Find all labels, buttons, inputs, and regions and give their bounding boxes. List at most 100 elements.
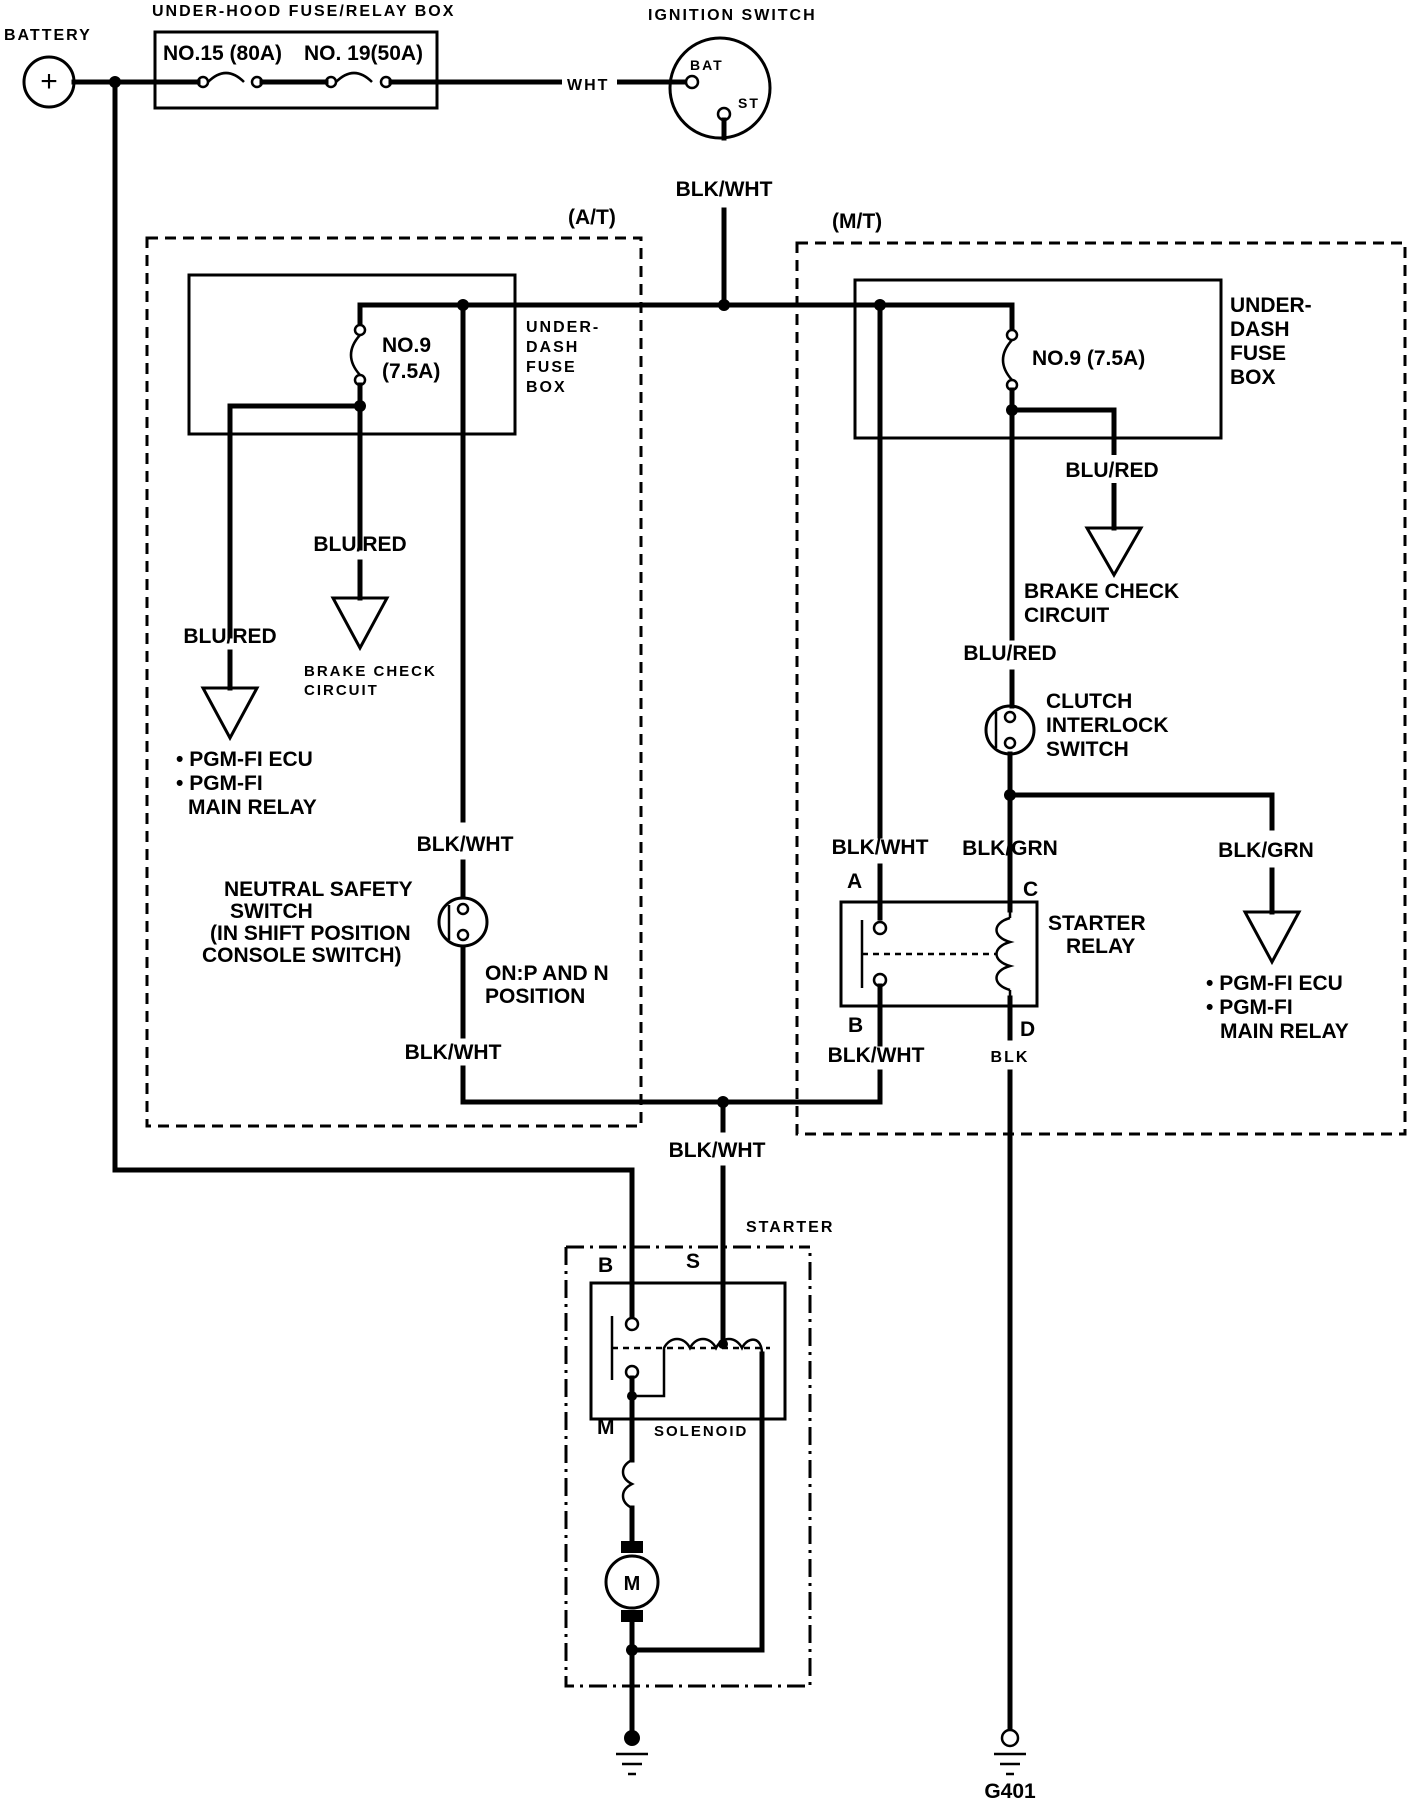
starter-wire-blk-wht: BLK/WHT: [669, 1139, 766, 1162]
mt-fusebox-label-1: UNDER-: [1230, 294, 1312, 317]
at-wire-blk-wht-lower: BLK/WHT: [405, 1041, 502, 1064]
mt-fuse-no9-terminal-top: [1005, 328, 1019, 342]
battery-label: BATTERY: [4, 27, 92, 44]
mt-clutch-label-1: CLUTCH: [1046, 690, 1132, 713]
mt-tag: (M/T): [832, 210, 882, 233]
starter-title: STARTER: [746, 1219, 834, 1236]
at-nss-label-2: SWITCH: [230, 900, 313, 923]
motor-brush-bottom: [621, 1610, 643, 1622]
ground-label-g401: G401: [984, 1780, 1036, 1800]
mt-fuse-no9-element: [1001, 339, 1013, 381]
at-fuse-no9-element: [349, 334, 361, 376]
at-ecu-connector-triangle: [200, 686, 260, 742]
starter-relay: A C B D: [839, 870, 1039, 1041]
ignition-switch: IGNITION SWITCH BAT ST: [648, 7, 815, 140]
at-brake-label-1: BRAKE CHECK: [304, 663, 437, 680]
mt-wire-blk-grn-right: BLK/GRN: [1218, 839, 1314, 862]
fuse-no19-element: [335, 71, 373, 83]
mt-brake-label-1: BRAKE CHECK: [1024, 580, 1179, 603]
ignition-bus-junction: [718, 299, 730, 311]
neutral-safety-switch: [437, 896, 489, 948]
at-nss-label-1: NEUTRAL SAFETY: [224, 878, 413, 901]
mt-wire-blk-wht-b: BLK/WHT: [828, 1044, 925, 1067]
at-on-position-label-1: ON:P AND N: [485, 962, 609, 985]
starter-ground: [616, 1730, 648, 1776]
mt-wire-blu-red-clutch: BLU/RED: [963, 642, 1056, 665]
mt-under-dash-fuse-box: [853, 278, 1223, 440]
at-nss-label-4: CONSOLE SWITCH): [202, 944, 402, 967]
fuse-no19-label: NO. 19(50A): [304, 42, 423, 65]
relay-term-b: B: [848, 1014, 863, 1037]
motor-label: M: [624, 1573, 641, 1595]
under-hood-fuse-box-title: UNDER-HOOD FUSE/RELAY BOX: [152, 3, 455, 20]
solenoid-box: [589, 1281, 787, 1421]
at-brake-label-2: CIRCUIT: [304, 682, 379, 699]
at-ecu-label-1: • PGM-FI ECU: [176, 748, 313, 771]
mt-section-border: [795, 241, 1407, 1136]
relay-contact-a: [872, 920, 888, 936]
starter-term-m: M: [597, 1416, 615, 1439]
mt-ecu-label-3: MAIN RELAY: [1220, 1020, 1349, 1043]
battery: + BATTERY: [4, 27, 92, 109]
fuse-no15-label: NO.15 (80A): [163, 42, 282, 65]
solenoid-label: SOLENOID: [654, 1423, 748, 1440]
at-ecu-wire: [227, 403, 363, 639]
starter-border: [564, 1245, 812, 1688]
ignition-bat-terminal: [684, 74, 700, 90]
mt-clutch-label-3: SWITCH: [1046, 738, 1129, 761]
relay-term-d: D: [1020, 1018, 1035, 1041]
mt-wire-blk-wht-a: BLK/WHT: [832, 836, 929, 859]
solenoid-coil: [662, 1337, 764, 1372]
wht-label-bg: [562, 70, 617, 94]
at-fuse-no9-terminal-top: [353, 323, 367, 337]
mt-fuse-label: NO.9 (7.5A): [1032, 347, 1145, 370]
relay-term-a: A: [847, 870, 862, 893]
at-wire-blu-red-brake: BLU/RED: [313, 533, 406, 556]
at-under-dash-fuse-box: [187, 273, 517, 436]
mt-wire-blk: BLK: [991, 1049, 1030, 1066]
mt-clutch-label-2: INTERLOCK: [1046, 714, 1169, 737]
at-brake-connector-triangle: [330, 596, 390, 652]
motor-brush-top: [621, 1541, 643, 1553]
mt-brake-connector-triangle: [1084, 526, 1144, 579]
under-hood-fuse-relay-box: UNDER-HOOD FUSE/RELAY BOX NO.15 (80A) NO…: [152, 3, 455, 110]
at-wire-blu-red-ecu: BLU/RED: [183, 625, 276, 648]
mt-wire-blu-red-brake: BLU/RED: [1065, 459, 1158, 482]
at-wire-blk-wht-upper: BLK/WHT: [417, 833, 514, 856]
mt-ecu-label-2: • PGM-FI: [1206, 996, 1293, 1019]
at-nss-label-3: (IN SHIFT POSITION: [210, 922, 411, 945]
solenoid-return-wire: [629, 1351, 765, 1653]
ignition-bat-label: BAT: [690, 57, 724, 73]
mt-fusebox-label-4: BOX: [1230, 366, 1276, 389]
starter-term-s: S: [686, 1250, 700, 1273]
at-ecu-label-3: MAIN RELAY: [188, 796, 317, 819]
at-fusebox-label-2: DASH: [526, 339, 579, 356]
motor: [604, 1554, 660, 1610]
ignition-st-label: ST: [738, 95, 760, 111]
relay-term-c: C: [1023, 878, 1038, 901]
fuse-no15-element: [207, 71, 245, 83]
ignition-wire-blk-wht: BLK/WHT: [676, 178, 773, 201]
starter-term-b: B: [598, 1254, 613, 1277]
mt-section: (M/T) UNDER- DASH FUSE BOX NO.9 (7.5A) B…: [720, 210, 1407, 1733]
at-ecu-label-2: • PGM-FI: [176, 772, 263, 795]
at-on-position-label-2: POSITION: [485, 985, 585, 1008]
mt-ecu-label-1: • PGM-FI ECU: [1206, 972, 1343, 995]
mt-brake-label-2: CIRCUIT: [1024, 604, 1109, 627]
mt-fusebox-label-3: FUSE: [1230, 342, 1286, 365]
mt-relay-label-1: STARTER: [1048, 912, 1146, 935]
solenoid-contact-b: [624, 1316, 640, 1332]
at-fusebox-label-1: UNDER-: [526, 319, 600, 336]
clutch-interlock-switch: [984, 704, 1036, 756]
at-fuse-no9-label: NO.9: [382, 334, 431, 357]
motor-field-coil: [621, 1458, 635, 1510]
at-fuse-no9-amp: (7.5A): [382, 360, 440, 383]
wire-wht-label: WHT: [567, 77, 609, 94]
mt-relay-label-2: RELAY: [1066, 935, 1135, 958]
battery-symbol: +: [40, 65, 58, 98]
at-fusebox-label-4: BOX: [526, 379, 567, 396]
g401-ground: G401: [984, 1728, 1036, 1800]
at-fusebox-label-3: FUSE: [526, 359, 577, 376]
at-section-border: [145, 236, 643, 1128]
